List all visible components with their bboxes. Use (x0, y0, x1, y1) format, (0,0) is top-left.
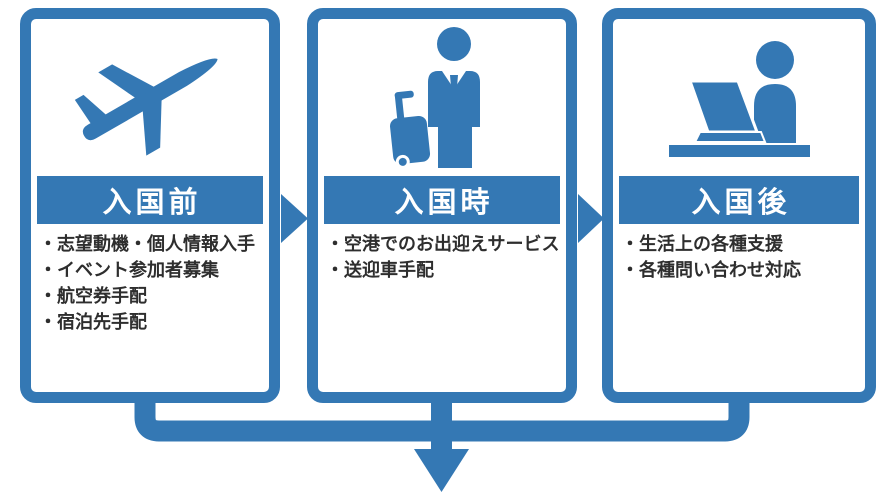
panel-title: 入国後 (691, 187, 791, 219)
list-item: ・空港でのお出迎えサービス (326, 234, 560, 254)
traveler-with-suitcase-icon (389, 27, 480, 169)
list-item: ・生活上の各種支援 (621, 234, 783, 254)
panel-header: 入国時 (324, 176, 560, 224)
list-item: ・イベント参加者募集 (39, 260, 219, 280)
panel-before-entry: 入国前 ・志望動機・個人情報入手・イベント参加者募集・航空券手配・宿泊先手配 (20, 8, 280, 403)
panel-title: 入国時 (394, 187, 494, 219)
panel-icon-area (613, 19, 865, 176)
panel-header: 入国後 (619, 176, 859, 224)
panel-item-list: ・志望動機・個人情報入手・イベント参加者募集・航空券手配・宿泊先手配 (39, 231, 267, 335)
panel-after-entry: 入国後 ・生活上の各種支援・各種問い合わせ対応 (602, 8, 876, 403)
airplane-takeoff-icon (74, 58, 218, 156)
down-arrow-icon (414, 449, 469, 492)
panel-icon-area (318, 19, 566, 176)
merge-connector (134, 398, 750, 492)
list-item: ・宿泊先手配 (39, 312, 147, 332)
person-at-desk-icon (666, 40, 812, 159)
flow-arrow-right-icon (281, 194, 308, 243)
list-item: ・送迎車手配 (326, 260, 434, 280)
panel-item-list: ・生活上の各種支援・各種問い合わせ対応 (621, 231, 863, 283)
panel-item-list: ・空港でのお出迎えサービス・送迎車手配 (326, 231, 564, 283)
panel-icon-area (31, 19, 269, 176)
list-item: ・志望動機・個人情報入手 (39, 234, 255, 254)
panel-at-entry: 入国時 ・空港でのお出迎えサービス・送迎車手配 (307, 8, 577, 403)
list-item: ・航空券手配 (39, 286, 147, 306)
list-item: ・各種問い合わせ対応 (621, 260, 801, 280)
panel-title: 入国前 (102, 187, 202, 219)
flow-arrow-right-icon (578, 194, 604, 243)
panel-header: 入国前 (37, 176, 263, 224)
